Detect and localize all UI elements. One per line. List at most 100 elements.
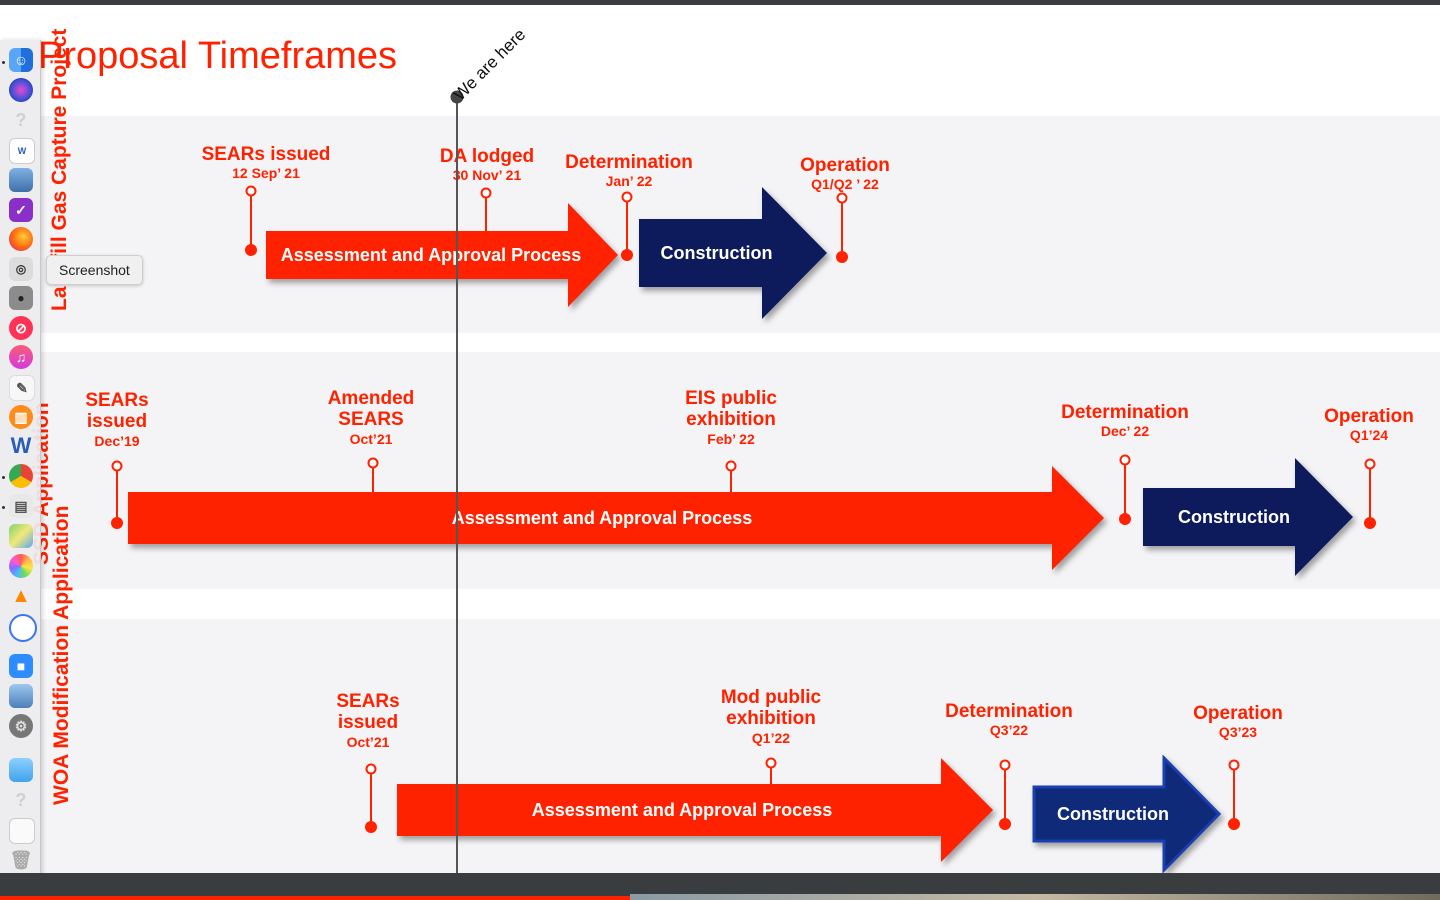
pin-stem [770, 763, 772, 789]
pin-dot [111, 517, 123, 529]
milestone-date: Dec’ 22 [1100, 423, 1150, 440]
milestone-sears-issued: SEARs issued 12 Sep’ 21 [202, 144, 331, 182]
scripts-icon[interactable]: ▤ [9, 494, 33, 518]
milestone-title: Determination [1061, 402, 1189, 423]
milestone-date: Oct’21 [346, 733, 390, 750]
assessment-arrow: Assessment and Approval Process [128, 466, 1104, 570]
photos-icon[interactable] [9, 554, 33, 578]
milestone-title: DA lodged [439, 146, 535, 167]
running-indicator [2, 476, 5, 479]
slide-title: Proposal Timeframes [38, 35, 398, 77]
milestone-title: Amended SEARS [327, 388, 415, 431]
dock: ☺ ? W ✓ ◎ ● ⊘ ♫ ✎ ▥ W ▤ ▲ ■ ⚙ ? 🗑 [0, 40, 41, 878]
milestone-title: SEARs issued [336, 691, 400, 734]
milestone-operation: Operation Q3’23 [1193, 703, 1283, 741]
arrow-label: Construction [660, 242, 773, 263]
camera-icon[interactable]: ● [9, 286, 33, 310]
pin-stem [841, 198, 843, 257]
arrow-label: Construction [1057, 803, 1169, 824]
pin-stem [116, 466, 118, 523]
pin-dot [1364, 517, 1376, 529]
current-date-label: We are here [449, 24, 530, 105]
next-slide-strip [0, 896, 630, 900]
pin-ring [1228, 759, 1240, 771]
milestone-date: 30 Nov’ 21 [452, 167, 522, 184]
screenshot-icon[interactable]: ◎ [9, 257, 33, 281]
news-icon[interactable]: ⊘ [9, 316, 33, 340]
running-indicator [2, 61, 5, 64]
help-icon[interactable]: ? [15, 109, 27, 130]
pin-stem [1369, 464, 1371, 523]
finder-icon[interactable]: ☺ [9, 48, 33, 72]
help-icon-2[interactable]: ? [15, 789, 27, 810]
milestone-title: Determination [945, 701, 1073, 722]
pin-dot [1119, 513, 1131, 525]
dock-tooltip: Screenshot [46, 255, 143, 285]
arrow-label: Assessment and Approval Process [531, 799, 833, 820]
construction-arrow: Construction [639, 187, 827, 319]
milestone-date: 12 Sep’ 21 [232, 165, 300, 182]
assessment-arrow: Assessment and Approval Process [397, 758, 993, 862]
preview-icon[interactable] [9, 168, 33, 192]
arrow-label: Construction [1178, 506, 1290, 527]
arrow-label: Assessment and Approval Process [451, 507, 753, 528]
milestone-date: Q3’22 [989, 722, 1029, 739]
arrow-label: Assessment and Approval Process [280, 244, 582, 265]
milestone-da-lodged: DA lodged 30 Nov’ 21 [440, 146, 534, 184]
milestone-operation: Operation Q1’24 [1324, 406, 1414, 444]
word-icon[interactable]: W [10, 433, 32, 458]
pin-stem [1004, 765, 1006, 824]
chrome-icon[interactable] [9, 464, 33, 488]
music-icon[interactable]: ♫ [9, 345, 33, 369]
construction-arrow: Construction [1143, 458, 1353, 576]
pin-stem [370, 769, 372, 827]
documents-icon[interactable] [9, 818, 35, 844]
milestone-eis-exhibition: EIS public exhibition Feb’ 22 [676, 388, 786, 447]
trash-icon[interactable]: 🗑 [9, 849, 33, 870]
pin-stem [626, 197, 628, 255]
maps-icon[interactable] [9, 524, 33, 548]
pin-dot [621, 249, 633, 261]
assessment-arrow: Assessment and Approval Process [266, 203, 618, 307]
pin-ring [999, 759, 1011, 771]
signal-icon[interactable] [9, 614, 37, 642]
pin-ring [836, 192, 848, 204]
pin-ring [365, 763, 377, 775]
pin-stem [250, 191, 252, 250]
omnifocus-icon[interactable]: ✓ [9, 198, 33, 222]
construction-arrow: Construction [1032, 755, 1222, 873]
milestone-amended-sears: Amended SEARS Oct’21 [321, 388, 421, 447]
firefox-icon[interactable] [9, 227, 33, 251]
pin-ring [621, 191, 633, 203]
milestone-title: SEARs issued [201, 144, 331, 165]
zoom-icon[interactable]: ■ [9, 654, 33, 678]
milestone-determination: Determination Dec’ 22 [1061, 402, 1189, 440]
photo-viewer-icon[interactable] [9, 684, 33, 708]
current-date-dot [450, 90, 464, 104]
pin-ring [111, 460, 123, 472]
background-photo-strip [630, 894, 1440, 900]
pin-ring [480, 187, 492, 199]
pin-dot [245, 244, 257, 256]
word-doc-icon[interactable]: W [9, 138, 35, 164]
pin-stem [372, 463, 374, 497]
milestone-date: Q3’23 [1218, 724, 1258, 741]
system-preferences-icon[interactable]: ⚙ [9, 714, 33, 738]
milestone-sears-issued: SEARs issued Dec’19 [82, 390, 152, 449]
pin-stem [485, 193, 487, 231]
books-icon[interactable]: ▥ [9, 405, 33, 429]
running-indicator [2, 506, 5, 509]
vlc-icon[interactable]: ▲ [11, 584, 31, 607]
pin-ring [765, 757, 777, 769]
milestone-date: Dec’19 [94, 432, 140, 449]
folder-icon[interactable] [9, 758, 33, 782]
pin-ring [1364, 458, 1376, 470]
slide: Proposal Timeframes Landfill Gas Capture… [0, 5, 1440, 873]
milestone-title: Operation [800, 155, 890, 176]
textedit-icon[interactable]: ✎ [9, 375, 35, 401]
pin-dot [999, 818, 1011, 830]
milestone-date: Q1/Q2 ’ 22 [811, 176, 879, 193]
milestone-title: EIS public exhibition [685, 388, 777, 431]
milestone-sears-issued: SEARs issued Oct’21 [333, 691, 403, 750]
siri-icon[interactable] [9, 78, 33, 102]
